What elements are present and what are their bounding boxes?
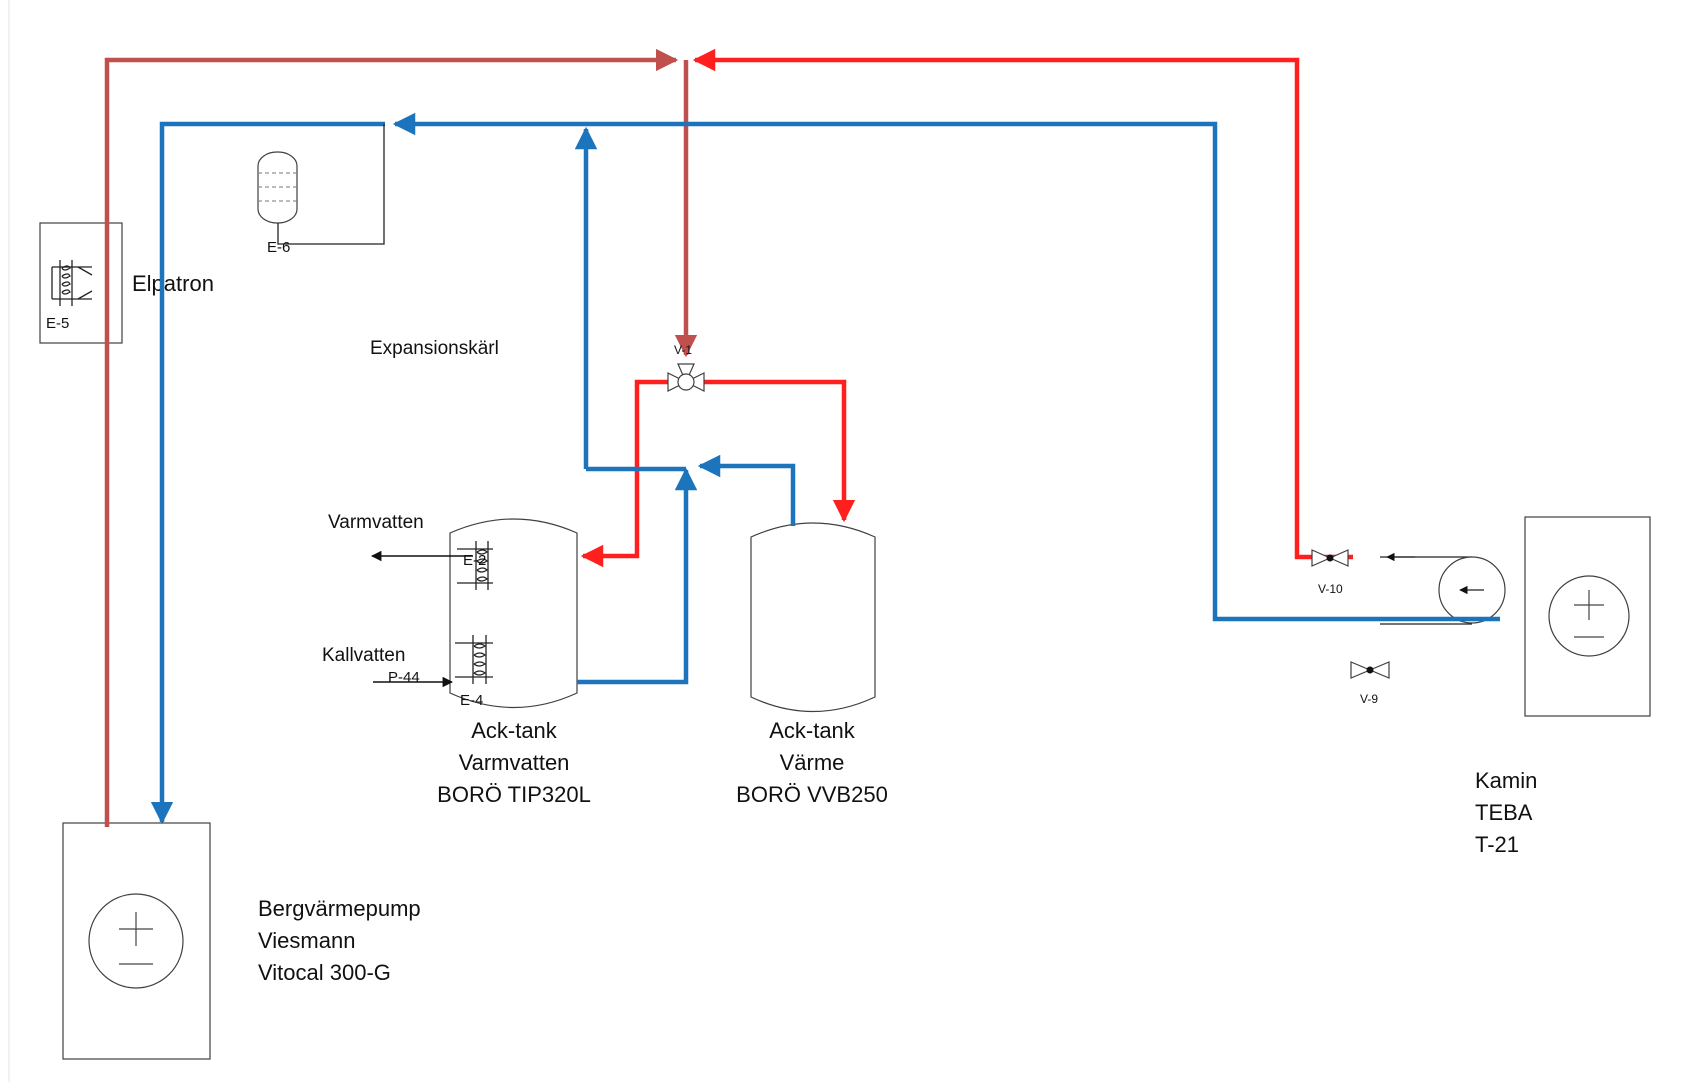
tank1-label-line3: BORÖ TIP320L (437, 782, 591, 807)
hot-supply-main (104, 48, 698, 827)
tank1-label-line2: Varmvatten (459, 750, 570, 775)
three-way-valve-icon (667, 363, 705, 392)
p44-tag: P-44 (388, 669, 420, 686)
tank2-label-line1: Ack-tank (769, 718, 856, 743)
kamin-unit[interactable] (1524, 516, 1651, 717)
kallvatten-label: Kallvatten (322, 645, 405, 666)
elpatron-tag: E-5 (46, 315, 69, 332)
circulation-pump[interactable] (1380, 552, 1506, 625)
heatpump-label-line1: Bergvärmepump (258, 896, 421, 921)
heat-pump-unit[interactable] (62, 822, 211, 1060)
tank2-label-line3: BORÖ VVB250 (736, 782, 888, 807)
heatpump-label-line2: Viesmann (258, 928, 355, 953)
heater-coil-icon (457, 541, 493, 590)
tank-varmvatten[interactable]: E-2 E-4 (449, 518, 578, 709)
expansion-tag: E-6 (267, 239, 290, 256)
expansion-vessel-icon (257, 151, 298, 224)
expansion-label: Expansionskärl (370, 338, 499, 359)
v9-tag: V-9 (1360, 692, 1378, 706)
kamin-label-line2: TEBA (1475, 800, 1533, 825)
kamin-label-line1: Kamin (1475, 768, 1537, 793)
valve-v10[interactable]: V-10 (1311, 549, 1349, 596)
v10-tag: V-10 (1318, 582, 1343, 596)
pump-icon (1548, 575, 1630, 657)
v1-tag: V-1 (674, 343, 692, 357)
elpatron-label: Elpatron (132, 271, 214, 296)
pump-icon (88, 893, 184, 989)
gate-valve-icon (1350, 661, 1390, 679)
upper-coil-tag: E-2 (463, 552, 486, 569)
lower-coil-tag: E-4 (460, 692, 483, 709)
heatpump-label-line3: Vitocal 300-G (258, 960, 391, 985)
heater-coil-icon (51, 260, 93, 306)
three-way-valve-v1[interactable]: V-1 (667, 343, 705, 392)
cold-return-main (150, 112, 1500, 825)
kamin-label-line3: T-21 (1475, 832, 1519, 857)
gate-valve-icon (1311, 549, 1349, 567)
heater-coil-icon (455, 635, 493, 684)
valve-v9[interactable]: V-9 (1350, 661, 1390, 706)
tank-varme[interactable] (750, 522, 876, 713)
elpatron-unit[interactable]: E-5 (39, 222, 123, 344)
varmvatten-label: Varmvatten (328, 512, 424, 533)
tank2-label-line2: Värme (780, 750, 845, 775)
tank1-label-line1: Ack-tank (471, 718, 558, 743)
expansion-connection (277, 124, 385, 245)
